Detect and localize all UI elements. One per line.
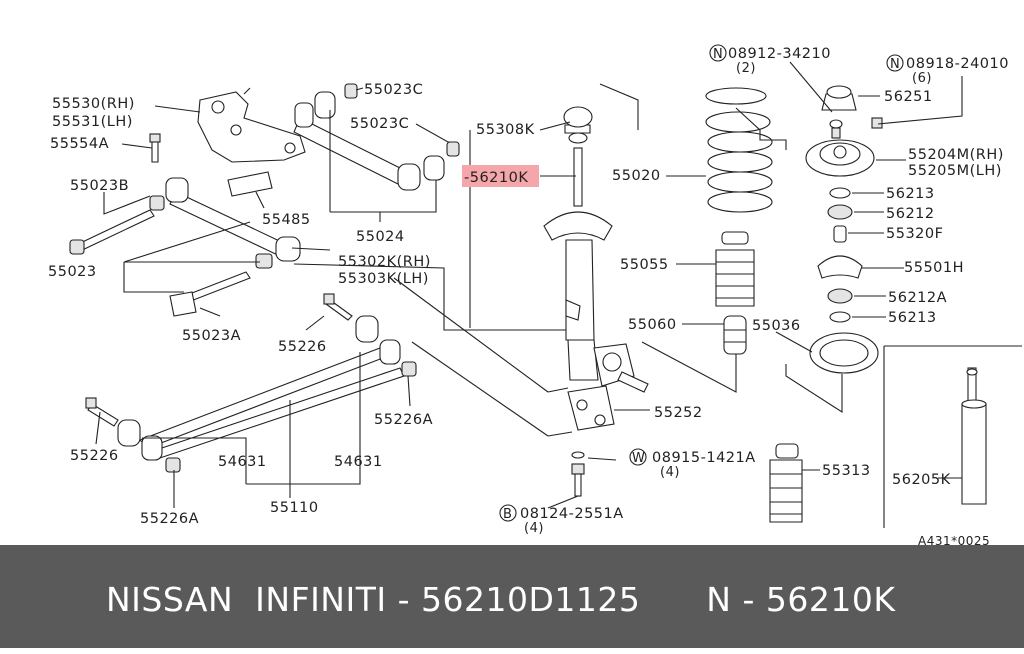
label-08124-qty: (4) bbox=[524, 521, 544, 536]
circle-letter-n2: N bbox=[890, 57, 900, 72]
label-56212: 56212 bbox=[886, 206, 935, 222]
bracket-55530 bbox=[197, 87, 306, 197]
label-56251: 56251 bbox=[884, 89, 933, 105]
label-55204m: 55204M(RH) bbox=[908, 147, 1004, 163]
shock-56205k bbox=[883, 345, 1022, 528]
parts-diagram: 55530(RH) 55531(LH) 55554A 55023B 55023 … bbox=[48, 44, 1022, 545]
label-55023a: 55023A bbox=[182, 328, 241, 344]
lower-arm-55023 bbox=[69, 133, 301, 317]
highlight-56210k bbox=[462, 165, 539, 187]
bump-boot-55313 bbox=[769, 443, 803, 523]
label-55023: 55023 bbox=[48, 264, 97, 280]
label-56212a: 56212A bbox=[888, 290, 947, 306]
label-56210k: -56210K bbox=[464, 170, 528, 186]
footer-part-text: NISSAN INFINITI - 56210D1125 N - 56210K bbox=[106, 580, 896, 619]
label-55554a: 55554A bbox=[50, 136, 109, 152]
diagram-code: A431*0025 bbox=[918, 534, 990, 545]
label-56213-bottom: 56213 bbox=[888, 310, 937, 326]
label-55226-left: 55226 bbox=[70, 448, 119, 464]
label-08915: 08915-1421A bbox=[652, 450, 756, 466]
label-55501h: 55501H bbox=[904, 260, 964, 276]
label-55205m: 55205M(LH) bbox=[908, 163, 1002, 179]
circled-letters: N N W B bbox=[499, 44, 904, 522]
label-54631-left: 54631 bbox=[218, 454, 267, 470]
label-55060: 55060 bbox=[628, 317, 677, 333]
mount-parts bbox=[805, 85, 883, 323]
strut-assembly bbox=[543, 106, 649, 393]
bracket-55252 bbox=[567, 385, 615, 431]
label-55530: 55530(RH) bbox=[52, 96, 135, 112]
label-55252: 55252 bbox=[654, 405, 703, 421]
label-55303k: 55303K(LH) bbox=[338, 271, 429, 287]
bump-boot-55055 bbox=[715, 231, 755, 307]
label-55023c-mid: 55023C bbox=[350, 116, 409, 132]
label-55302k: 55302K(RH) bbox=[338, 254, 431, 270]
label-56213-top: 56213 bbox=[886, 186, 935, 202]
label-08912: 08912-34210 bbox=[728, 46, 831, 62]
part-labels: 55530(RH) 55531(LH) 55554A 55023B 55023 … bbox=[48, 46, 1009, 545]
bump-stop-55060 bbox=[723, 315, 747, 355]
label-08918-qty: (6) bbox=[912, 71, 932, 86]
circle-letter-n1: N bbox=[713, 47, 723, 62]
label-55485: 55485 bbox=[262, 212, 311, 228]
label-55226a-bottom: 55226A bbox=[140, 511, 199, 527]
label-54631-right: 54631 bbox=[334, 454, 383, 470]
label-55308k: 55308K bbox=[476, 122, 535, 138]
label-08124: 08124-2551A bbox=[520, 506, 624, 522]
label-08918: 08918-24010 bbox=[906, 56, 1009, 72]
label-55226a-mid: 55226A bbox=[374, 412, 433, 428]
bolt-08124 bbox=[571, 451, 585, 497]
upper-arm-55024 bbox=[293, 83, 460, 191]
label-56205k: 56205K bbox=[892, 472, 951, 488]
label-55023b: 55023B bbox=[70, 178, 129, 194]
label-55531: 55531(LH) bbox=[52, 114, 133, 130]
circle-letter-b: B bbox=[503, 507, 512, 522]
label-55055: 55055 bbox=[620, 257, 669, 273]
label-55110: 55110 bbox=[270, 500, 319, 516]
footer-banner: NISSAN INFINITI - 56210D1125 N - 56210K bbox=[0, 545, 1024, 648]
label-55313: 55313 bbox=[822, 463, 871, 479]
label-55320f: 55320F bbox=[886, 226, 943, 242]
label-55226-mid: 55226 bbox=[278, 339, 327, 355]
coil-spring-55020 bbox=[705, 87, 773, 213]
label-55023c-top: 55023C bbox=[364, 82, 423, 98]
stabilizer-55110 bbox=[85, 293, 417, 473]
label-08915-qty: (4) bbox=[660, 465, 680, 480]
label-55020: 55020 bbox=[612, 168, 661, 184]
seat-55036 bbox=[809, 332, 879, 374]
circle-letter-w: W bbox=[632, 451, 645, 466]
leader-lines bbox=[95, 61, 963, 509]
label-08912-qty: (2) bbox=[736, 61, 756, 76]
label-55024: 55024 bbox=[356, 229, 405, 245]
label-55036: 55036 bbox=[752, 318, 801, 334]
